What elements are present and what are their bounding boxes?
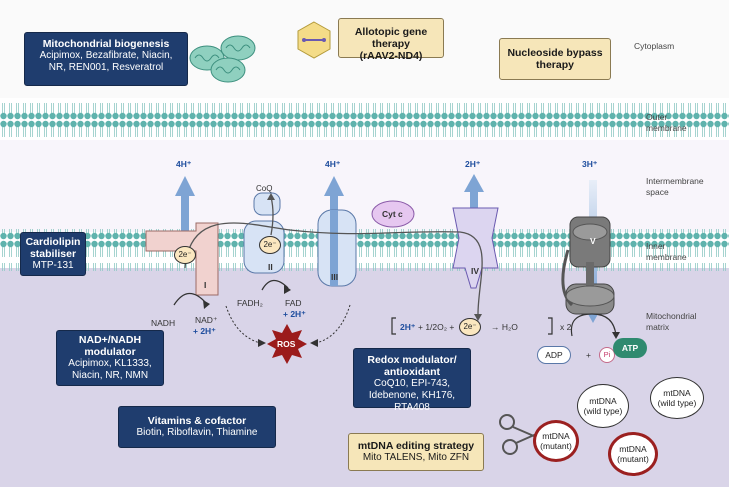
vitamins-line1: Biotin, Riboflavin, Thiamine <box>136 427 258 438</box>
fad-label: FAD <box>285 298 302 308</box>
biogenesis-title: Mitochondrial biogenesis <box>42 38 170 50</box>
complex-i-label: I <box>204 280 207 290</box>
mitochondria-icon <box>189 35 256 83</box>
proton-label-3: 4H⁺ <box>325 159 341 169</box>
inner-membrane-label-1: Inner <box>646 241 666 251</box>
cytc-label: Cyt c <box>382 209 403 219</box>
biogenesis-line2: NR, REN001, Resveratrol <box>48 62 164 73</box>
proton-label-5: 3H⁺ <box>582 159 598 169</box>
proton-label-1: 4H⁺ <box>176 159 192 169</box>
allotopic-box: Allotopic gene therapy (rAAV2-ND4) <box>338 18 444 62</box>
complex-v <box>561 216 615 315</box>
redox-title1: Redox modulator/ <box>367 354 457 366</box>
outer-membrane-label: Outer membrane <box>646 112 687 134</box>
equation-left: 2H⁺ <box>400 322 416 332</box>
redox-line2: Idebenone, KH176, RTA408 <box>368 390 456 413</box>
intermembrane-label-1: Intermembrane <box>646 176 704 186</box>
vitamins-box: Vitamins & cofactor Biotin, Riboflavin, … <box>118 406 276 448</box>
complex-i <box>145 222 219 296</box>
equation-mid: + 1/2O₂ + <box>418 322 455 332</box>
intermembrane-label: Intermembrane space <box>646 176 704 198</box>
equation-right: → H₂O <box>491 322 518 332</box>
plus-2h-label-b: + 2H⁺ <box>283 309 306 319</box>
redox-title2: antioxidant <box>383 366 440 378</box>
matrix-label-1: Mitochondrial <box>646 311 697 321</box>
cytoplasm-label: Cytoplasm <box>634 41 675 51</box>
mtdna-mut2-a: mtDNA <box>619 444 647 454</box>
electron-2: 2e⁻ <box>259 236 281 254</box>
complex-iv-label: IV <box>471 266 480 276</box>
editing-title: mtDNA editing strategy <box>357 440 475 452</box>
mtdna-wild-type-2: mtDNA (wild type) <box>650 377 704 419</box>
nucleoside-box: Nucleoside bypass therapy <box>499 38 611 80</box>
nad-line2: Niacin, NR, NMN <box>71 370 149 381</box>
pi-oval: Pi <box>599 347 615 363</box>
nadplus-label: NAD⁺ <box>195 315 218 325</box>
outer-membrane-label-1: Outer <box>646 112 668 122</box>
nadh-label: NADH <box>151 318 176 328</box>
vitamins-title: Vitamins & cofactor <box>147 415 247 427</box>
biogenesis-line1: Acipimox, Bezafibrate, Niacin, <box>39 50 173 61</box>
coq-label: CoQ <box>256 184 273 193</box>
adp-oval: ADP <box>537 346 571 364</box>
mtdna-mut1-a: mtDNA <box>542 431 570 441</box>
mtdna-wt1-a: mtDNA <box>589 396 617 406</box>
outer-membrane <box>0 98 729 140</box>
intermembrane-region <box>0 140 729 232</box>
mtdna-wt1-b: (wild type) <box>583 406 623 416</box>
virus-icon <box>297 21 331 59</box>
mtdna-wt2-b: (wild type) <box>657 398 697 408</box>
cardiolipin-box: Cardiolipin stabiliser MTP-131 <box>20 232 86 276</box>
electron-3: 2e⁻ <box>459 318 481 336</box>
complex-iii-label: III <box>331 272 339 282</box>
nad-line1: Acipimox, KL1333, <box>68 358 152 369</box>
matrix-label: Mitochondrial matrix <box>646 311 697 333</box>
matrix-label-2: matrix <box>646 322 670 332</box>
mtdna-wt2-a: mtDNA <box>663 388 691 398</box>
mtdna-wild-type-1: mtDNA (wild type) <box>577 384 629 428</box>
plus-sign: + <box>586 350 591 360</box>
outer-membrane-label-2: membrane <box>646 123 687 133</box>
ros-label: ROS <box>277 339 296 349</box>
cardiolipin-line1: MTP-131 <box>32 260 74 271</box>
complex-v-label: V <box>590 236 596 246</box>
equation-x2: x 2 <box>560 322 572 332</box>
complex-ii-label: II <box>268 262 273 272</box>
allotopic-title1: Allotopic gene therapy <box>354 26 428 50</box>
mtdna-mutant-1: mtDNA (mutant) <box>533 420 579 462</box>
cytochrome-c <box>371 200 415 228</box>
editing-box: mtDNA editing strategy Mito TALENS, Mito… <box>348 433 484 471</box>
atp-oval: ATP <box>613 338 647 358</box>
ros-star <box>267 324 307 364</box>
nad-title2: modulator <box>84 346 136 358</box>
mtdna-mut1-b: (mutant) <box>540 441 572 451</box>
inner-membrane-label: Inner membrane <box>646 241 687 263</box>
intermembrane-label-2: space <box>646 187 669 197</box>
nad-box: NAD+/NADH modulator Acipimox, KL1333, Ni… <box>56 330 164 386</box>
mtdna-mutant-2: mtDNA (mutant) <box>608 432 658 476</box>
inner-membrane <box>0 229 729 271</box>
allotopic-title2: (rAAV2-ND4) <box>359 50 423 62</box>
complex-iv <box>452 207 499 289</box>
coq <box>253 192 281 216</box>
mtdna-mut2-b: (mutant) <box>617 454 649 464</box>
cardiolipin-title2: stabiliser <box>29 248 77 260</box>
fadh2-label: FADH₂ <box>237 298 263 308</box>
redox-line1: CoQ10, EPI-743, <box>373 378 451 389</box>
redox-box: Redox modulator/ antioxidant CoQ10, EPI-… <box>353 348 471 413</box>
nucleoside-title1: Nucleoside bypass <box>507 47 603 59</box>
plus-2h-label-a: + 2H⁺ <box>193 326 216 336</box>
cardiolipin-title1: Cardiolipin <box>25 236 81 248</box>
inner-membrane-label-2: membrane <box>646 252 687 262</box>
editing-line1: Mito TALENS, Mito ZFN <box>362 452 470 463</box>
electron-1: 2e⁻ <box>174 246 196 264</box>
nad-title1: NAD+/NADH <box>78 334 142 346</box>
biogenesis-box: Mitochondrial biogenesis Acipimox, Bezaf… <box>24 32 188 86</box>
proton-label-4: 2H⁺ <box>465 159 481 169</box>
electron-path <box>184 222 483 315</box>
nucleoside-title2: therapy <box>536 59 574 71</box>
